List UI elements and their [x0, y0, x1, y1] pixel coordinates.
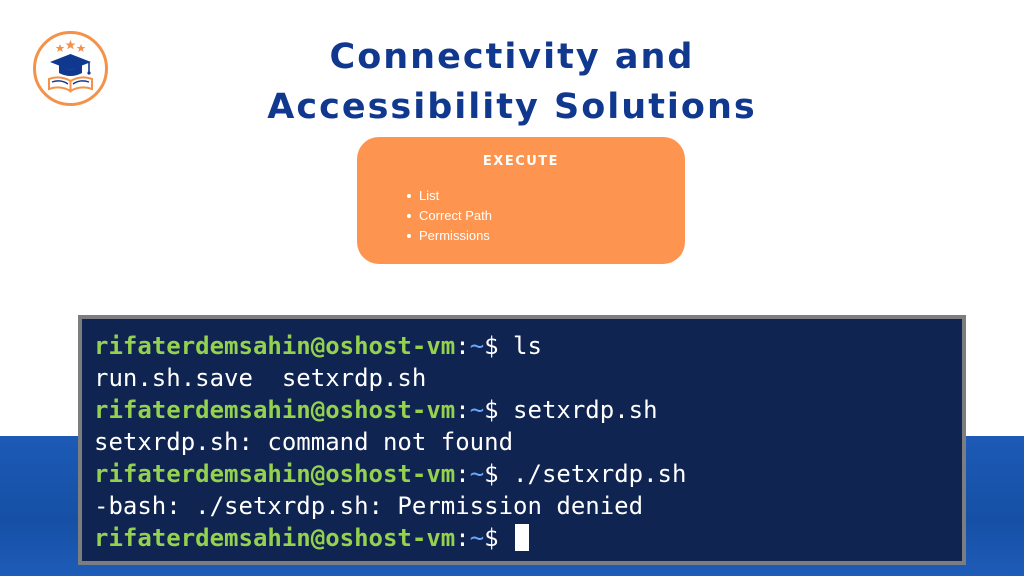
- prompt-dollar: $: [484, 396, 514, 424]
- prompt-colon: :: [455, 396, 470, 424]
- execute-list: List Correct Path Permissions: [407, 186, 492, 246]
- terminal-command: setxrdp.sh: [513, 396, 658, 424]
- terminal-output-line: setxrdp.sh: command not found: [94, 428, 514, 456]
- list-item-label: Correct Path: [419, 208, 492, 223]
- prompt-user: rifaterdemsahin@oshost-vm: [94, 396, 456, 424]
- prompt-path: ~: [469, 524, 485, 552]
- terminal-prompt-line[interactable]: rifaterdemsahin@oshost-vm:~$: [94, 522, 962, 554]
- list-item: List: [407, 186, 492, 206]
- terminal-output-line: run.sh.save setxrdp.sh: [94, 364, 427, 392]
- list-item: Correct Path: [407, 206, 492, 226]
- slide-title-line-1: Connectivity and: [329, 37, 695, 77]
- prompt-colon: :: [455, 460, 470, 488]
- execute-heading: EXECUTE: [482, 154, 560, 169]
- list-item-label: List: [419, 188, 440, 203]
- terminal-command: ./setxrdp.sh: [513, 460, 687, 488]
- execute-card: EXECUTE List Correct Path Permissions: [357, 137, 685, 264]
- bullet-icon: [407, 214, 411, 218]
- terminal-prompt-line: rifaterdemsahin@oshost-vm:~$ ./setxrdp.s…: [94, 458, 962, 490]
- slide-title-line-2: Accessibility Solutions: [267, 87, 757, 127]
- prompt-user: rifaterdemsahin@oshost-vm: [94, 460, 456, 488]
- slide-title: Connectivity and Accessibility Solutions: [212, 32, 812, 132]
- graduation-cap-book-icon: [48, 40, 93, 93]
- prompt-user: rifaterdemsahin@oshost-vm: [94, 332, 456, 360]
- list-item-label: Permissions: [419, 228, 490, 243]
- terminal-cursor[interactable]: [515, 524, 530, 551]
- prompt-dollar: $: [484, 332, 514, 360]
- prompt-path: ~: [469, 460, 485, 488]
- prompt-colon: :: [455, 524, 470, 552]
- prompt-colon: :: [455, 332, 470, 360]
- terminal-window[interactable]: rifaterdemsahin@oshost-vm:~$ ls run.sh.s…: [78, 315, 966, 565]
- terminal-prompt-line: rifaterdemsahin@oshost-vm:~$ ls: [94, 330, 962, 362]
- list-item: Permissions: [407, 226, 492, 246]
- prompt-user: rifaterdemsahin@oshost-vm: [94, 524, 456, 552]
- prompt-path: ~: [469, 332, 485, 360]
- logo: [33, 31, 108, 106]
- terminal-output-line: -bash: ./setxrdp.sh: Permission denied: [94, 492, 644, 520]
- terminal-command: ls: [513, 332, 542, 360]
- prompt-dollar: $: [484, 524, 514, 552]
- terminal-prompt-line: rifaterdemsahin@oshost-vm:~$ setxrdp.sh: [94, 394, 962, 426]
- prompt-dollar: $: [484, 460, 514, 488]
- bullet-icon: [407, 234, 411, 238]
- bullet-icon: [407, 194, 411, 198]
- prompt-path: ~: [469, 396, 485, 424]
